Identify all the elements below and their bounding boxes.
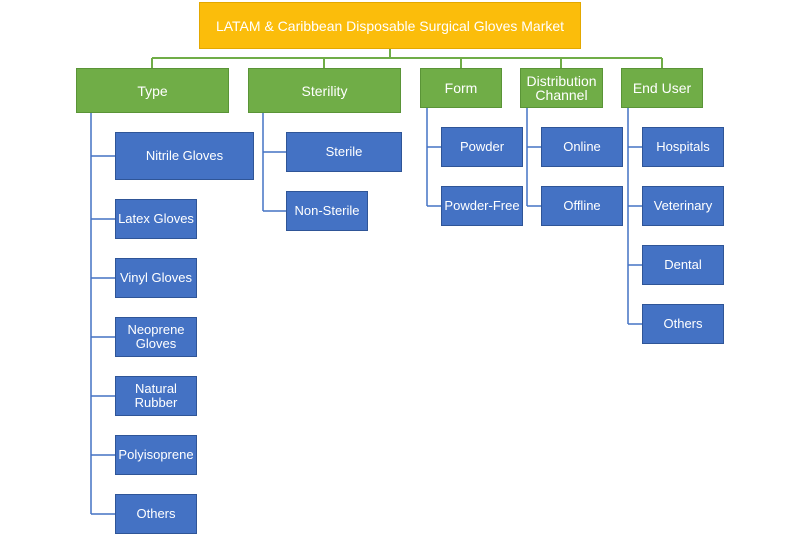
category-end-user: End User bbox=[621, 68, 703, 108]
end-user-veterinary: Veterinary bbox=[642, 186, 724, 226]
category-sterility: Sterility bbox=[248, 68, 401, 113]
form-powder: Powder bbox=[441, 127, 523, 167]
type-nitrile-gloves: Nitrile Gloves bbox=[115, 132, 254, 180]
category-form: Form bbox=[420, 68, 502, 108]
distribution-offline: Offline bbox=[541, 186, 623, 226]
end-user-hospitals: Hospitals bbox=[642, 127, 724, 167]
type-natural-rubber: Natural Rubber bbox=[115, 376, 197, 416]
root-node: LATAM & Caribbean Disposable Surgical Gl… bbox=[199, 2, 581, 49]
end-user-dental: Dental bbox=[642, 245, 724, 285]
type-vinyl-gloves: Vinyl Gloves bbox=[115, 258, 197, 298]
category-type: Type bbox=[76, 68, 229, 113]
type-neoprene-gloves: Neoprene Gloves bbox=[115, 317, 197, 357]
end-user-others: Others bbox=[642, 304, 724, 344]
type-polyisoprene: Polyisoprene bbox=[115, 435, 197, 475]
category-distribution-channel: Distribution Channel bbox=[520, 68, 603, 108]
form-powder-free: Powder-Free bbox=[441, 186, 523, 226]
distribution-online: Online bbox=[541, 127, 623, 167]
sterility-non-sterile: Non-Sterile bbox=[286, 191, 368, 231]
type-latex-gloves: Latex Gloves bbox=[115, 199, 197, 239]
sterility-sterile: Sterile bbox=[286, 132, 402, 172]
type-others: Others bbox=[115, 494, 197, 534]
